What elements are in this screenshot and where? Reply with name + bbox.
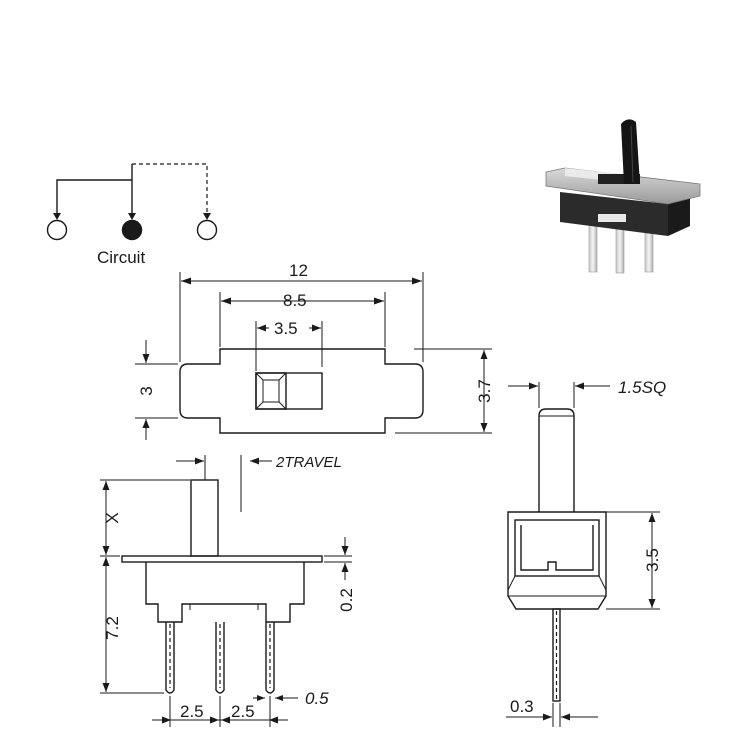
switch-photo — [545, 119, 701, 274]
circuit-symbol: Circuit — [46, 163, 218, 267]
terminal-open-right — [196, 219, 218, 241]
dim-height-right: 3.7 — [475, 379, 494, 403]
terminal-common — [121, 219, 143, 241]
front-view: 2TRAVEL X 7.2 — [100, 454, 356, 727]
dim-width-mount: 8.5 — [283, 291, 307, 310]
dim-pin-width: 0.5 — [305, 689, 329, 708]
dim-width-overall: 12 — [289, 261, 308, 280]
dim-flange-thickness: 0.2 — [337, 588, 356, 612]
terminal-open-left — [46, 219, 68, 241]
dim-pitch-left: 2.5 — [180, 702, 204, 721]
top-view: 12 8.5 3.5 3 3.7 — [135, 261, 494, 440]
dim-side-body-height: 3.5 — [643, 548, 662, 572]
side-view: 1.5SQ 3.5 0.3 — [506, 378, 666, 727]
dim-height-left: 3 — [137, 386, 156, 395]
circuit-label: Circuit — [97, 248, 145, 267]
dim-travel: 2TRAVEL — [275, 454, 342, 471]
dim-pitch-right: 2.5 — [231, 702, 255, 721]
dim-actuator-height: X — [103, 512, 122, 523]
dim-pin-thickness: 0.3 — [510, 697, 534, 716]
dim-body-height: 7.2 — [103, 616, 122, 640]
dim-slot-width: 3.5 — [274, 319, 298, 338]
front-pins — [165, 622, 275, 694]
dim-actuator-square: 1.5SQ — [618, 378, 666, 397]
